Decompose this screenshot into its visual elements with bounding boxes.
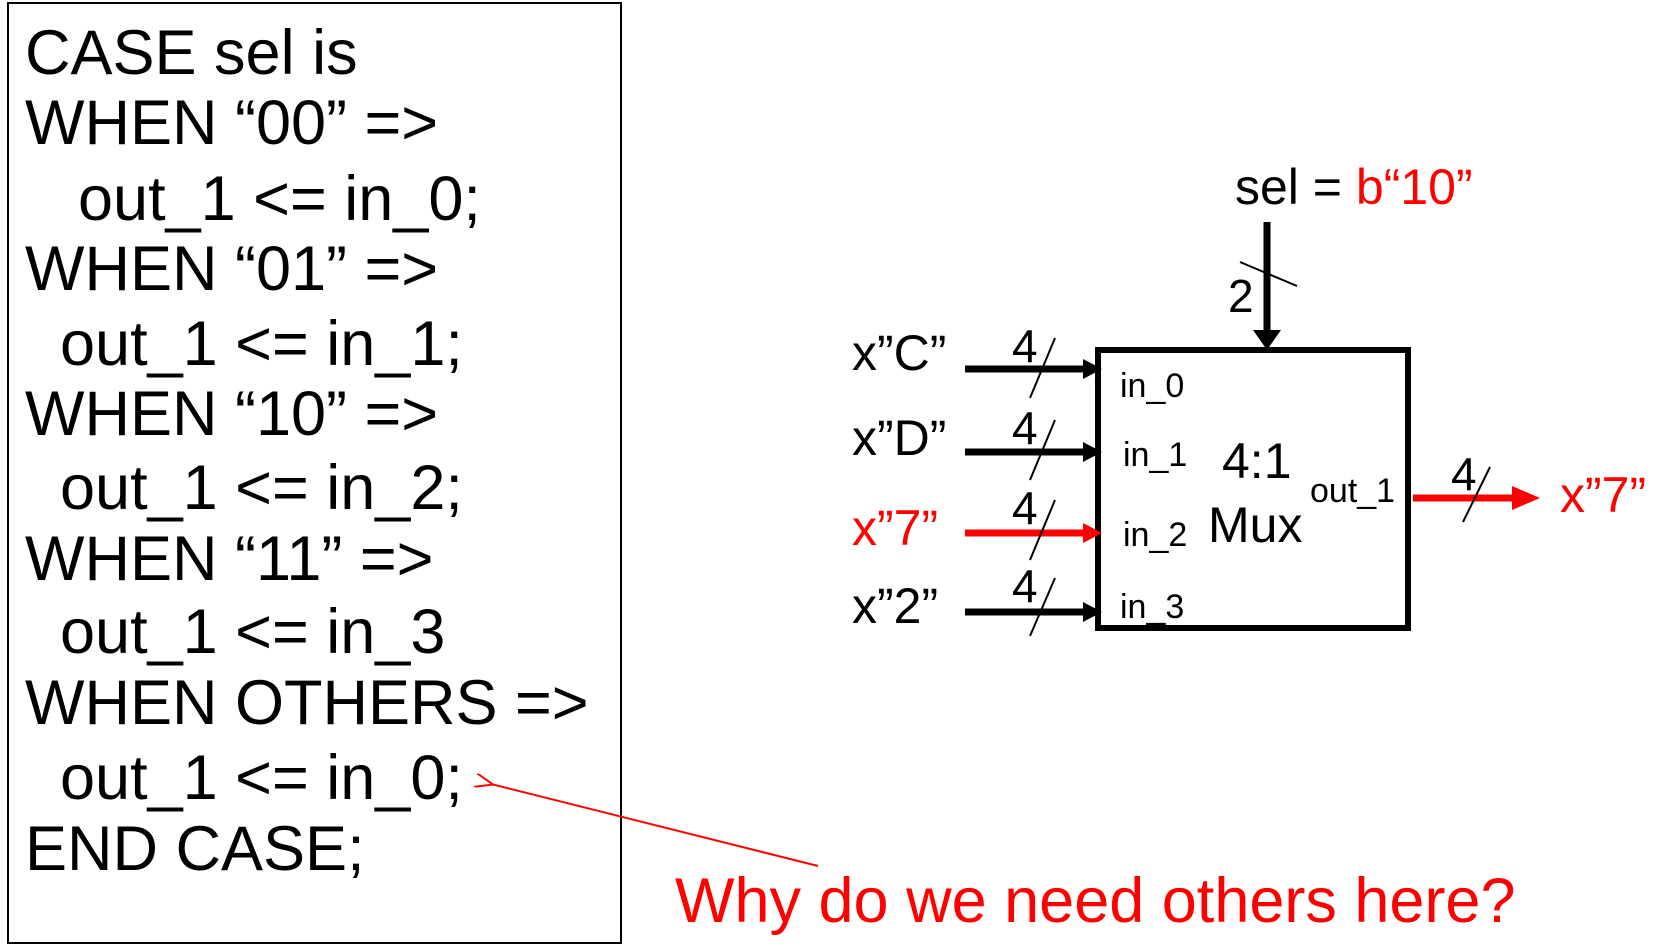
vhdl-code-box	[7, 2, 622, 944]
select-arrowhead	[1253, 330, 1281, 350]
input-3-value: x”2”	[852, 578, 938, 634]
select-bus-slash	[1239, 261, 1298, 287]
code-line-6: WHEN “10” =>	[25, 379, 439, 449]
port-in-1: in_1	[1123, 436, 1187, 474]
input-1-value: x”D”	[852, 410, 946, 466]
annotation-question: Why do we need others here?	[675, 866, 1516, 936]
mux-block	[1095, 347, 1411, 631]
code-line-12: END CASE;	[25, 814, 365, 884]
input-1-width: 4	[1012, 402, 1038, 454]
code-line-4: WHEN “01” =>	[25, 234, 439, 304]
input-0-width: 4	[1012, 320, 1038, 372]
input-0-value: x”C”	[852, 325, 946, 381]
port-out: out_1	[1310, 472, 1395, 510]
code-line-7: out_1 <= in_2;	[60, 453, 463, 523]
input-2-width: 4	[1012, 482, 1038, 534]
code-line-11: out_1 <= in_0;	[60, 743, 463, 813]
input-0-arrowhead	[1083, 359, 1102, 379]
input-1-bus-slash	[1029, 419, 1056, 481]
code-line-5: out_1 <= in_1;	[60, 309, 463, 379]
code-line-3: out_1 <= in_0;	[78, 164, 481, 234]
input-3-arrowhead	[1083, 602, 1102, 622]
output-arrowhead	[1512, 486, 1540, 510]
code-line-9: out_1 <= in_3	[60, 597, 446, 667]
code-line-10: WHEN OTHERS =>	[25, 668, 589, 738]
input-2-bus-slash	[1029, 499, 1056, 561]
input-0-bus-slash	[1029, 337, 1056, 399]
port-in-0: in_0	[1120, 367, 1184, 405]
input-2-value: x”7”	[852, 500, 938, 556]
input-3-width: 4	[1012, 560, 1038, 612]
input-2-arrowhead	[1083, 523, 1102, 543]
select-name: sel =	[1235, 159, 1356, 215]
output-value: x”7”	[1560, 467, 1646, 523]
select-width-label: 2	[1228, 270, 1254, 322]
code-line-2: WHEN “00” =>	[25, 88, 439, 158]
annotation-arrow	[491, 784, 819, 867]
input-3-bus-slash	[1029, 577, 1056, 637]
select-value: b“10”	[1356, 159, 1473, 215]
mux-title-name: Mux	[1208, 497, 1302, 553]
output-bus-slash	[1462, 466, 1491, 523]
port-in-2: in_2	[1123, 516, 1187, 554]
code-line-8: WHEN “11” =>	[25, 524, 434, 594]
select-label: sel = b“10”	[1235, 159, 1473, 215]
input-1-arrowhead	[1083, 442, 1102, 462]
port-in-3: in_3	[1120, 588, 1184, 626]
mux-title-ratio: 4:1	[1222, 433, 1292, 489]
code-line-1: CASE sel is	[25, 18, 358, 88]
output-width: 4	[1451, 448, 1477, 500]
